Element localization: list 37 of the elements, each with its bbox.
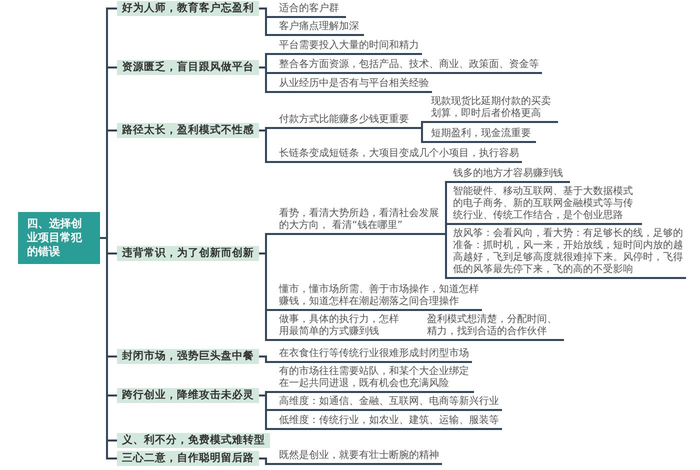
branch-box: 好为人师，教育客户忘盈利 (117, 1, 259, 16)
connector-line (418, 121, 430, 129)
underlined-text: 整合各方面资源，包括产品、技术、商业、政策面、资金等 (278, 59, 542, 74)
connector-line (259, 458, 278, 465)
underlined-text: 盈利模式想清楚，分配时间、精力，找到合适的合作伙伴 (426, 314, 564, 341)
branch-box: 义、利不分，免费模式难转型 (117, 433, 270, 448)
underlined-text: 在衣食住行等传统行业很难形成封闭型市场 (278, 348, 472, 363)
underlined-text: 既然是创业，就要有壮士断腕的精神 (278, 450, 442, 465)
underlined-text: 付款方式比能赚多少钱更重要 (278, 114, 418, 129)
connector-line (259, 356, 278, 363)
underlined-text: 现款现货比延期付款的买卖划算，即时后者价格更高 (430, 96, 558, 123)
connector-line (406, 339, 427, 341)
underlined-text: 平台需要投入大量的时间和精力 (278, 40, 422, 55)
connector-line (444, 223, 452, 235)
underlined-text: 懂市，懂市场所需、善于市场操作，知道怎样赚钱，知道怎样在潮起潮落之间合理操作 (278, 284, 482, 311)
underlined-text: 有的市场往往需要站队，和某个大企业绑定在一起共同进退，既有机会也充满风险 (278, 366, 474, 393)
connector-line (418, 127, 430, 143)
underlined-text: 看势，看清大势所趋，看清社会发展的大方向， 看清“钱在哪里” (278, 208, 444, 235)
underlined-text: 低维度：传统行业，如农业、建筑、运输、服装等 (278, 415, 502, 430)
underlined-text: 长链条变成短链条，大项目变成几个小项目，执行容易 (278, 148, 522, 163)
branch-box: 封闭市场，强势巨头盘中餐 (117, 349, 259, 364)
underlined-text: 适合的客户群 (278, 3, 346, 18)
connector-line (444, 233, 452, 279)
branch-box: 路径太长，盈利模式不性感 (117, 123, 259, 138)
branch-box: 资源匮乏，盲目跟风做平台 (117, 60, 259, 75)
branch-box: 违背常识，为了创新而创新 (117, 246, 259, 261)
underlined-text: 做事，具体的执行力，怎样用最简单的方式赚到钱 (278, 314, 406, 341)
underlined-text: 短期盈利，现金流重要 (430, 128, 536, 143)
branch-box: 跨行创业，降维攻击未必灵 (117, 388, 259, 403)
underlined-text: 智能硬件、移动互联网、基于大数据模式的电子商务、新的互联网金融模式等与传统行业、传统工作结合，是个创业思路 (452, 186, 642, 225)
underlined-text: 放风筝：会看风向，看大势：有足够长的线，足够的准备：抓时机，风一来，开始放线，短时间内放的越高越好，飞到足够高度就很难掉下来。风停时，飞得低的风筝最先停下来，飞的高的不受影响 (452, 228, 686, 279)
underlined-text: 客户痛点理解加深 (278, 21, 364, 36)
topic-box: 四、选择创业项目常犯的错误 (18, 212, 100, 264)
underlined-text: 高维度：如通信、金融、互联网、电商等新兴行业 (278, 396, 502, 411)
underlined-text: 从业经历中是否有与平台相关经验 (278, 78, 432, 93)
underlined-text: 钱多的地方才容易赚到钱 (452, 168, 570, 183)
branch-box: 三心二意，自作聪明留后路 (117, 451, 259, 466)
